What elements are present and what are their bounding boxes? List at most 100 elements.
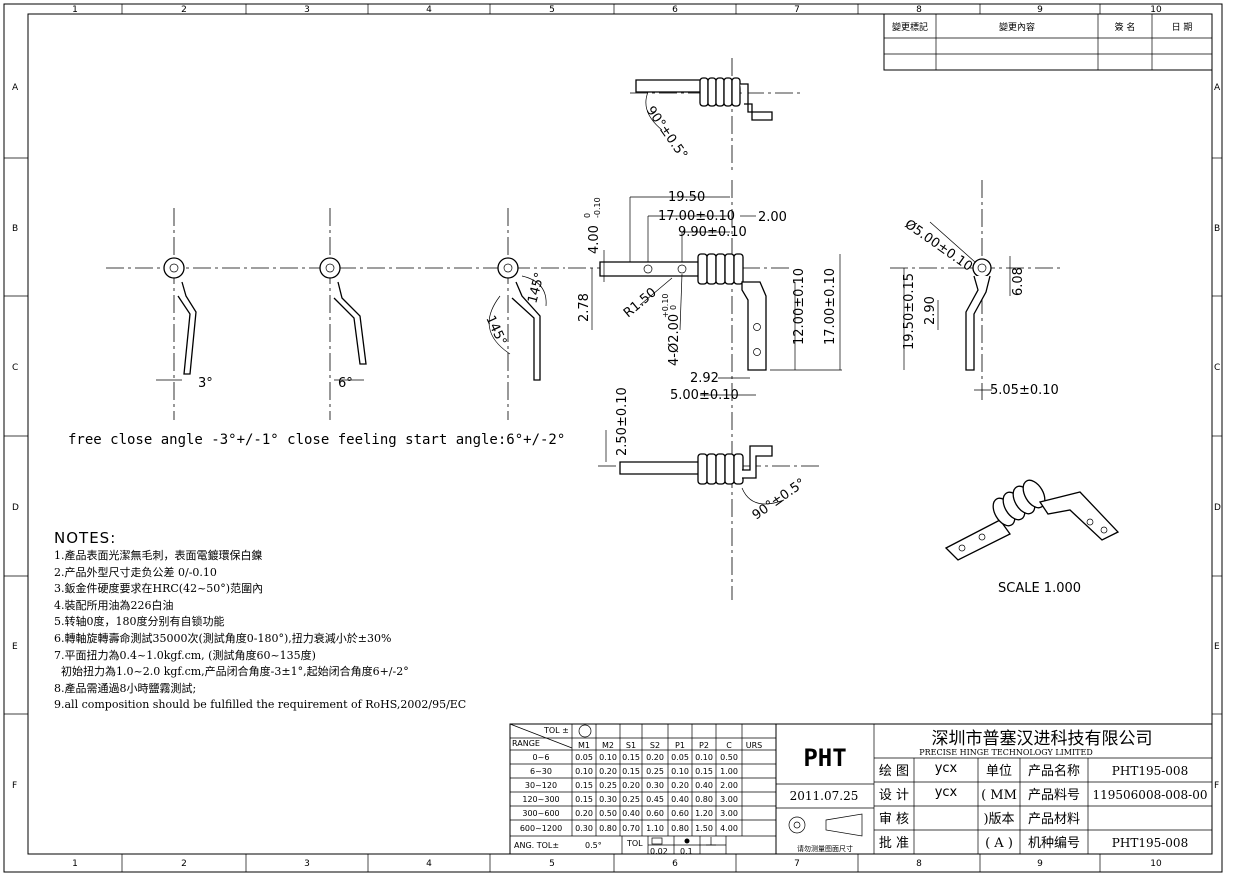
tol-cell: 0.50 [720,753,738,762]
tol-col-header: P2 [699,741,709,750]
tol-cell: 0.15 [695,767,713,776]
outer-frame [3,3,1223,873]
dim-6-08: 6.08 [1011,267,1026,296]
tol-cell: 0.45 [646,795,664,804]
grid-col-label: 2 [181,859,187,869]
dim-17-00-vertical: 17.00±0.10 [823,268,838,345]
tol-cell: 0.60 [646,809,664,818]
tol-mark: TOL [626,839,643,848]
note-item: 4.裝配所用油為226白油 [54,598,174,612]
grid-row-label: C [1214,363,1220,373]
company-logo: PHT [803,744,846,772]
ang-value: 0.5° [585,841,602,850]
grid-row-label: B [12,224,18,234]
ang-label: ANG. TOL± [514,841,559,850]
tol-range: 120~300 [522,795,559,804]
grid-col-label: 9 [1037,859,1043,869]
tol-col-header: C [726,741,732,750]
tol-cell: 0.25 [622,795,640,804]
tol-cell: 0.20 [671,781,689,790]
notes-block: NOTES: 1.產品表面光潔無毛刺，表面電鍍環保白鎳 2.产品外型尺寸走负公差… [54,528,554,714]
grid-row-label: E [12,642,18,652]
side-view: Ø5.00±0.10 6.08 2.90 19.50±0.15 5.05±0.1… [890,180,1060,400]
grid-col-label: 10 [1150,859,1162,869]
tb-role: 绘 图 [879,764,909,779]
tb-role: 设 计 [879,788,909,803]
tol-cell: 0.25 [599,781,617,790]
dim-hole-tol-lower: 0 [669,305,678,310]
dim-9-90: 9.90±0.10 [678,225,747,240]
tb-person: ycx [935,785,958,800]
tb-value: PHT195-008 [1112,764,1188,778]
projection-note: 请勿测量图面尺寸 [797,844,853,853]
tol-col-header: M2 [602,741,614,750]
grid-col-label: 1 [72,5,78,15]
tol-cell: 0.10 [695,753,713,762]
tb-field: 产品名称 [1028,763,1080,779]
dim-4-00-tol-upper: 0 [583,213,592,218]
tol-cell: 0.50 [599,809,617,818]
tol-cell: 0.80 [671,824,689,833]
angle-145-a: 145° [525,271,548,305]
grid-col-label: 10 [1150,5,1162,15]
scale-label: SCALE 1.000 [998,581,1082,596]
tb-role: 审 核 [879,812,909,827]
dim-17-00: 17.00±0.10 [658,209,735,224]
tol-cell: 0.80 [599,824,617,833]
tol-col-header: S2 [650,741,660,750]
note-item: 2.产品外型尺寸走负公差 0/-0.10 [54,565,217,579]
dim-2-78: 2.78 [577,293,592,322]
grid-col-label: 6 [672,859,678,869]
dim-5-05: 5.05±0.10 [990,383,1059,398]
tol-cell: 0.20 [622,781,640,790]
dim-r1-50: R1.50 [621,285,660,321]
grid-col-label: 4 [426,5,432,15]
dim-5-00: 5.00±0.10 [670,388,739,403]
dim-hole-tol-upper: +0.10 [661,293,670,318]
grid-col-label: 9 [1037,5,1043,15]
tol-range: 30~120 [525,781,557,790]
tol-cell: 0.15 [575,781,593,790]
note-item: 初始扭力為1.0~2.0 kgf.cm,产品闭合角度-3±1°,起始闭合角度6+… [54,665,409,679]
tol-cell: 0.30 [646,781,664,790]
grid-col-label: 3 [304,5,310,15]
note-item: 5.转轴0度，180度分别有自锁功能 [54,615,225,629]
tol-cell: 0.80 [695,795,713,804]
tb-value: PHT195-008 [1112,836,1188,850]
tol-cell: 4.00 [720,824,738,833]
dim-19-50-vertical: 19.50±0.15 [902,273,917,350]
tol-cell: 0.10 [599,753,617,762]
grid-row-label: A [1214,83,1221,93]
tb-field: 机种编号 [1028,836,1080,851]
angle-views: 3° 6° 145° 145° [106,208,565,420]
dim-2-50: 2.50±0.10 [615,387,630,456]
rev-header-date: 日 期 [1172,22,1193,33]
tol-cell: 1.00 [720,767,738,776]
tol-cell: 0.05 [671,753,689,762]
tb-person: ycx [935,761,958,776]
tol-cell: 0.15 [622,767,640,776]
tb-unit: ( MM [981,788,1017,803]
grid-col-label: 7 [794,859,800,869]
tol-col-header: URS [746,741,763,750]
tol-cell: 0.25 [646,767,664,776]
grid-row-label: A [12,83,19,93]
tol-cell: 1.50 [695,824,713,833]
isometric-view [944,479,1120,561]
tol-col-header: S1 [626,741,636,750]
company-name-en: PRECISE HINGE TECHNOLOGY LIMITED [919,748,1093,757]
dim-2-92: 2.92 [690,371,719,386]
dim-2-90: 2.90 [923,296,938,325]
tol-cell: 1.10 [646,824,664,833]
title-block: PHT 深圳市普塞汉进科技有限公司 PRECISE HINGE TECHNOLO… [775,723,1213,855]
rev-header-content: 變更內容 [999,21,1035,33]
rev-header-mark: 變更標記 [892,21,928,33]
note-item: 3.鈑金件硬度要求在HRC(42~50°)范圍內 [54,582,264,596]
tol-cell: 0.15 [622,753,640,762]
tol-label: TOL ± [543,726,569,735]
projection-icon [788,816,806,834]
grid-row-label: E [1214,642,1220,652]
tol-cell: 0.10 [575,767,593,776]
tol-cell: 0.20 [646,753,664,762]
